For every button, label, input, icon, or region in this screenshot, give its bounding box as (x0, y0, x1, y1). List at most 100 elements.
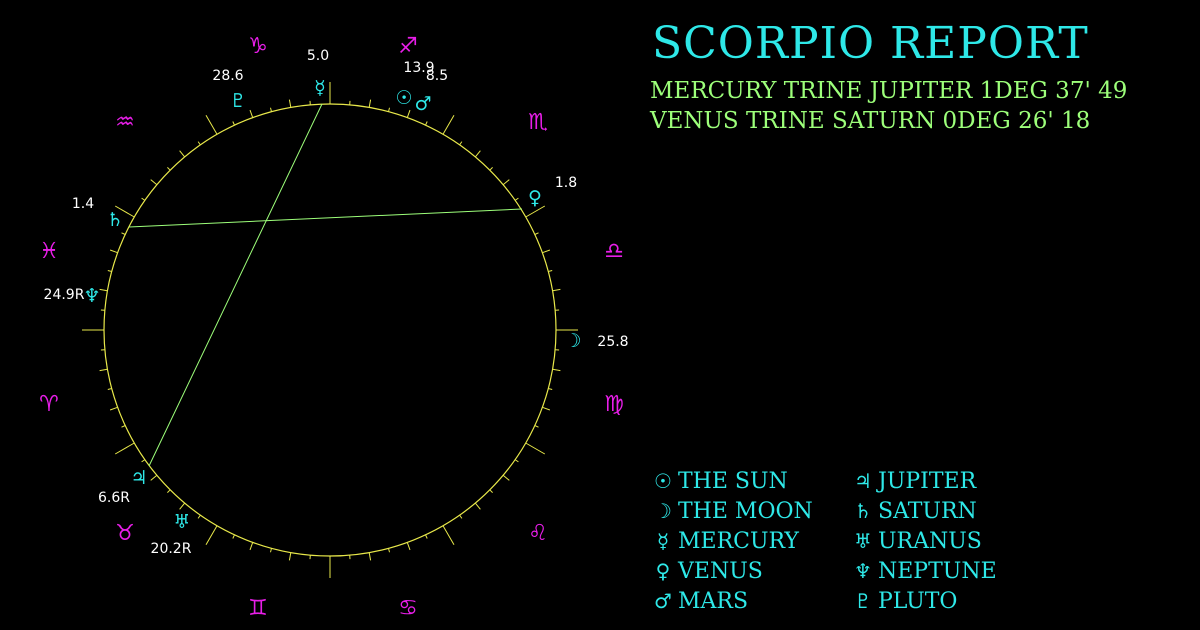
wheel-tick (489, 489, 493, 493)
wheel-tick (548, 388, 553, 390)
wheel-tick (368, 99, 372, 108)
jupiter-degree-label: 6.6R (98, 490, 130, 506)
legend-label: THE MOON (678, 498, 813, 524)
wheel-tick (459, 514, 463, 519)
wheel-tick (442, 114, 455, 135)
mercury-icon: ☿ (656, 529, 670, 553)
legend-item-mars: ♂ MARS (648, 586, 848, 616)
wheel-tick (534, 425, 539, 428)
wheel-tick (179, 150, 186, 158)
wheel-tick (489, 167, 493, 171)
wheel-tick (502, 474, 510, 481)
venus-icon: ♀ (655, 559, 671, 583)
mercury-icon: ☿ (314, 77, 326, 99)
wheel-tick (552, 368, 561, 372)
wheel-tick (107, 388, 112, 390)
wheel-tick (109, 249, 118, 254)
wheel-tick (525, 205, 546, 218)
libra-icon: ♎ (604, 239, 624, 264)
aspect-text-mercury-jupiter: MERCURY TRINE JUPITER 1DEG 37' 49 (650, 78, 1128, 104)
wheel-tick (114, 205, 135, 218)
gemini-icon: ♊ (248, 596, 268, 621)
wheel-tick (514, 459, 519, 463)
legend-item-sun: ☉ THE SUN (648, 466, 848, 496)
mars-icon: ♂ (654, 589, 672, 613)
moon-degree-label: 25.8 (597, 334, 628, 350)
aspect-line-mercury-jupiter (148, 103, 323, 467)
legend-item-venus: ♀ VENUS (648, 556, 848, 586)
wheel-tick (179, 502, 186, 510)
wheel-tick (205, 114, 218, 135)
jupiter-icon: ♃ (130, 467, 147, 489)
aspect-text-venus-saturn: VENUS TRINE SATURN 0DEG 26' 18 (650, 108, 1091, 134)
uranus-icon: ♅ (854, 529, 872, 553)
legend-item-uranus: ♅ URANUS (848, 526, 1048, 556)
aspect-line-venus-saturn (128, 208, 523, 228)
mercury-degree-label: 5.0 (307, 48, 329, 64)
neptune-degree-label: 24.9R (44, 287, 85, 303)
zodiac-signs: ♑ ♐ ♏ ♎ ♍ ♌ ♋ ♊ ♉ ♈ ♓ ♒ (39, 34, 624, 621)
saturn-icon: ♄ (854, 499, 872, 523)
pluto-icon: ♇ (229, 90, 246, 112)
moon-icon: ☽ (564, 330, 581, 352)
virgo-icon: ♍ (604, 392, 624, 417)
wheel-tick (406, 542, 411, 551)
legend-item-saturn: ♄ SATURN (848, 496, 1048, 526)
wheel-tick (388, 548, 390, 553)
wheel-tick (99, 288, 108, 292)
wheel-tick (107, 270, 112, 272)
legend-item-mercury: ☿ MERCURY (648, 526, 848, 556)
wheel-tick (197, 141, 201, 146)
wheel-tick (474, 150, 481, 158)
legend-item-jupiter: ♃ JUPITER (848, 466, 1048, 496)
wheel-tick (525, 442, 546, 455)
sun-degree-label: 13.9 (403, 60, 434, 76)
wheel-tick (121, 232, 126, 235)
aries-icon: ♈ (39, 392, 59, 417)
wheel-tick (288, 99, 292, 108)
wheel-tick (388, 107, 390, 112)
legend-item-pluto: ♇ PLUTO (848, 586, 1048, 616)
wheel-ticks (82, 82, 578, 578)
wheel-tick (502, 179, 510, 186)
wheel-tick (249, 109, 254, 118)
legend-label: VENUS (678, 558, 763, 584)
legend-label: PLUTO (878, 588, 958, 614)
aquarius-icon: ♒ (115, 110, 135, 135)
wheel-tick (150, 474, 158, 481)
leo-icon: ♌ (528, 521, 548, 546)
mars-icon: ♂ (414, 93, 431, 115)
wheel-tick (406, 109, 411, 118)
legend-column-2: ♃ JUPITER ♄ SATURN ♅ URANUS ♆ NEPTUNE ♇ … (848, 466, 1048, 616)
neptune-icon: ♆ (83, 285, 100, 307)
wheel-tick (114, 442, 135, 455)
legend-item-moon: ☽ THE MOON (648, 496, 848, 526)
moon-icon: ☽ (654, 499, 672, 523)
legend-label: MARS (678, 588, 749, 614)
wheel-tick (534, 232, 539, 235)
wheel-tick (548, 270, 553, 272)
wheel-tick (167, 489, 171, 493)
wheel-tick (552, 288, 561, 292)
sun-icon: ☉ (654, 469, 672, 493)
wheel-tick (514, 197, 519, 201)
wheel-tick (368, 552, 372, 561)
wheel-tick (141, 197, 146, 201)
legend-label: URANUS (878, 528, 982, 554)
legend-label: SATURN (878, 498, 977, 524)
wheel-tick (205, 525, 218, 546)
mars-degree-label: 8.5 (426, 68, 448, 84)
legend-item-neptune: ♆ NEPTUNE (848, 556, 1048, 586)
wheel-tick (167, 167, 171, 171)
report-title: SCORPIO REPORT (652, 18, 1089, 69)
wheel-tick (459, 141, 463, 146)
wheel-tick (425, 121, 428, 126)
wheel-tick (270, 548, 272, 553)
wheel-tick (442, 525, 455, 546)
capricorn-icon: ♑ (248, 34, 268, 59)
planet-markers: ☿ 5.0 ☉ 13.9 ♂ 8.5 ♀ 1.8 ☽ 25.8 ♅ 20.2R … (44, 48, 629, 557)
sun-icon: ☉ (395, 87, 412, 109)
saturn-degree-label: 1.4 (72, 196, 94, 212)
wheel-tick (542, 249, 551, 254)
legend-column-1: ☉ THE SUN ☽ THE MOON ☿ MERCURY ♀ VENUS ♂… (648, 466, 848, 616)
